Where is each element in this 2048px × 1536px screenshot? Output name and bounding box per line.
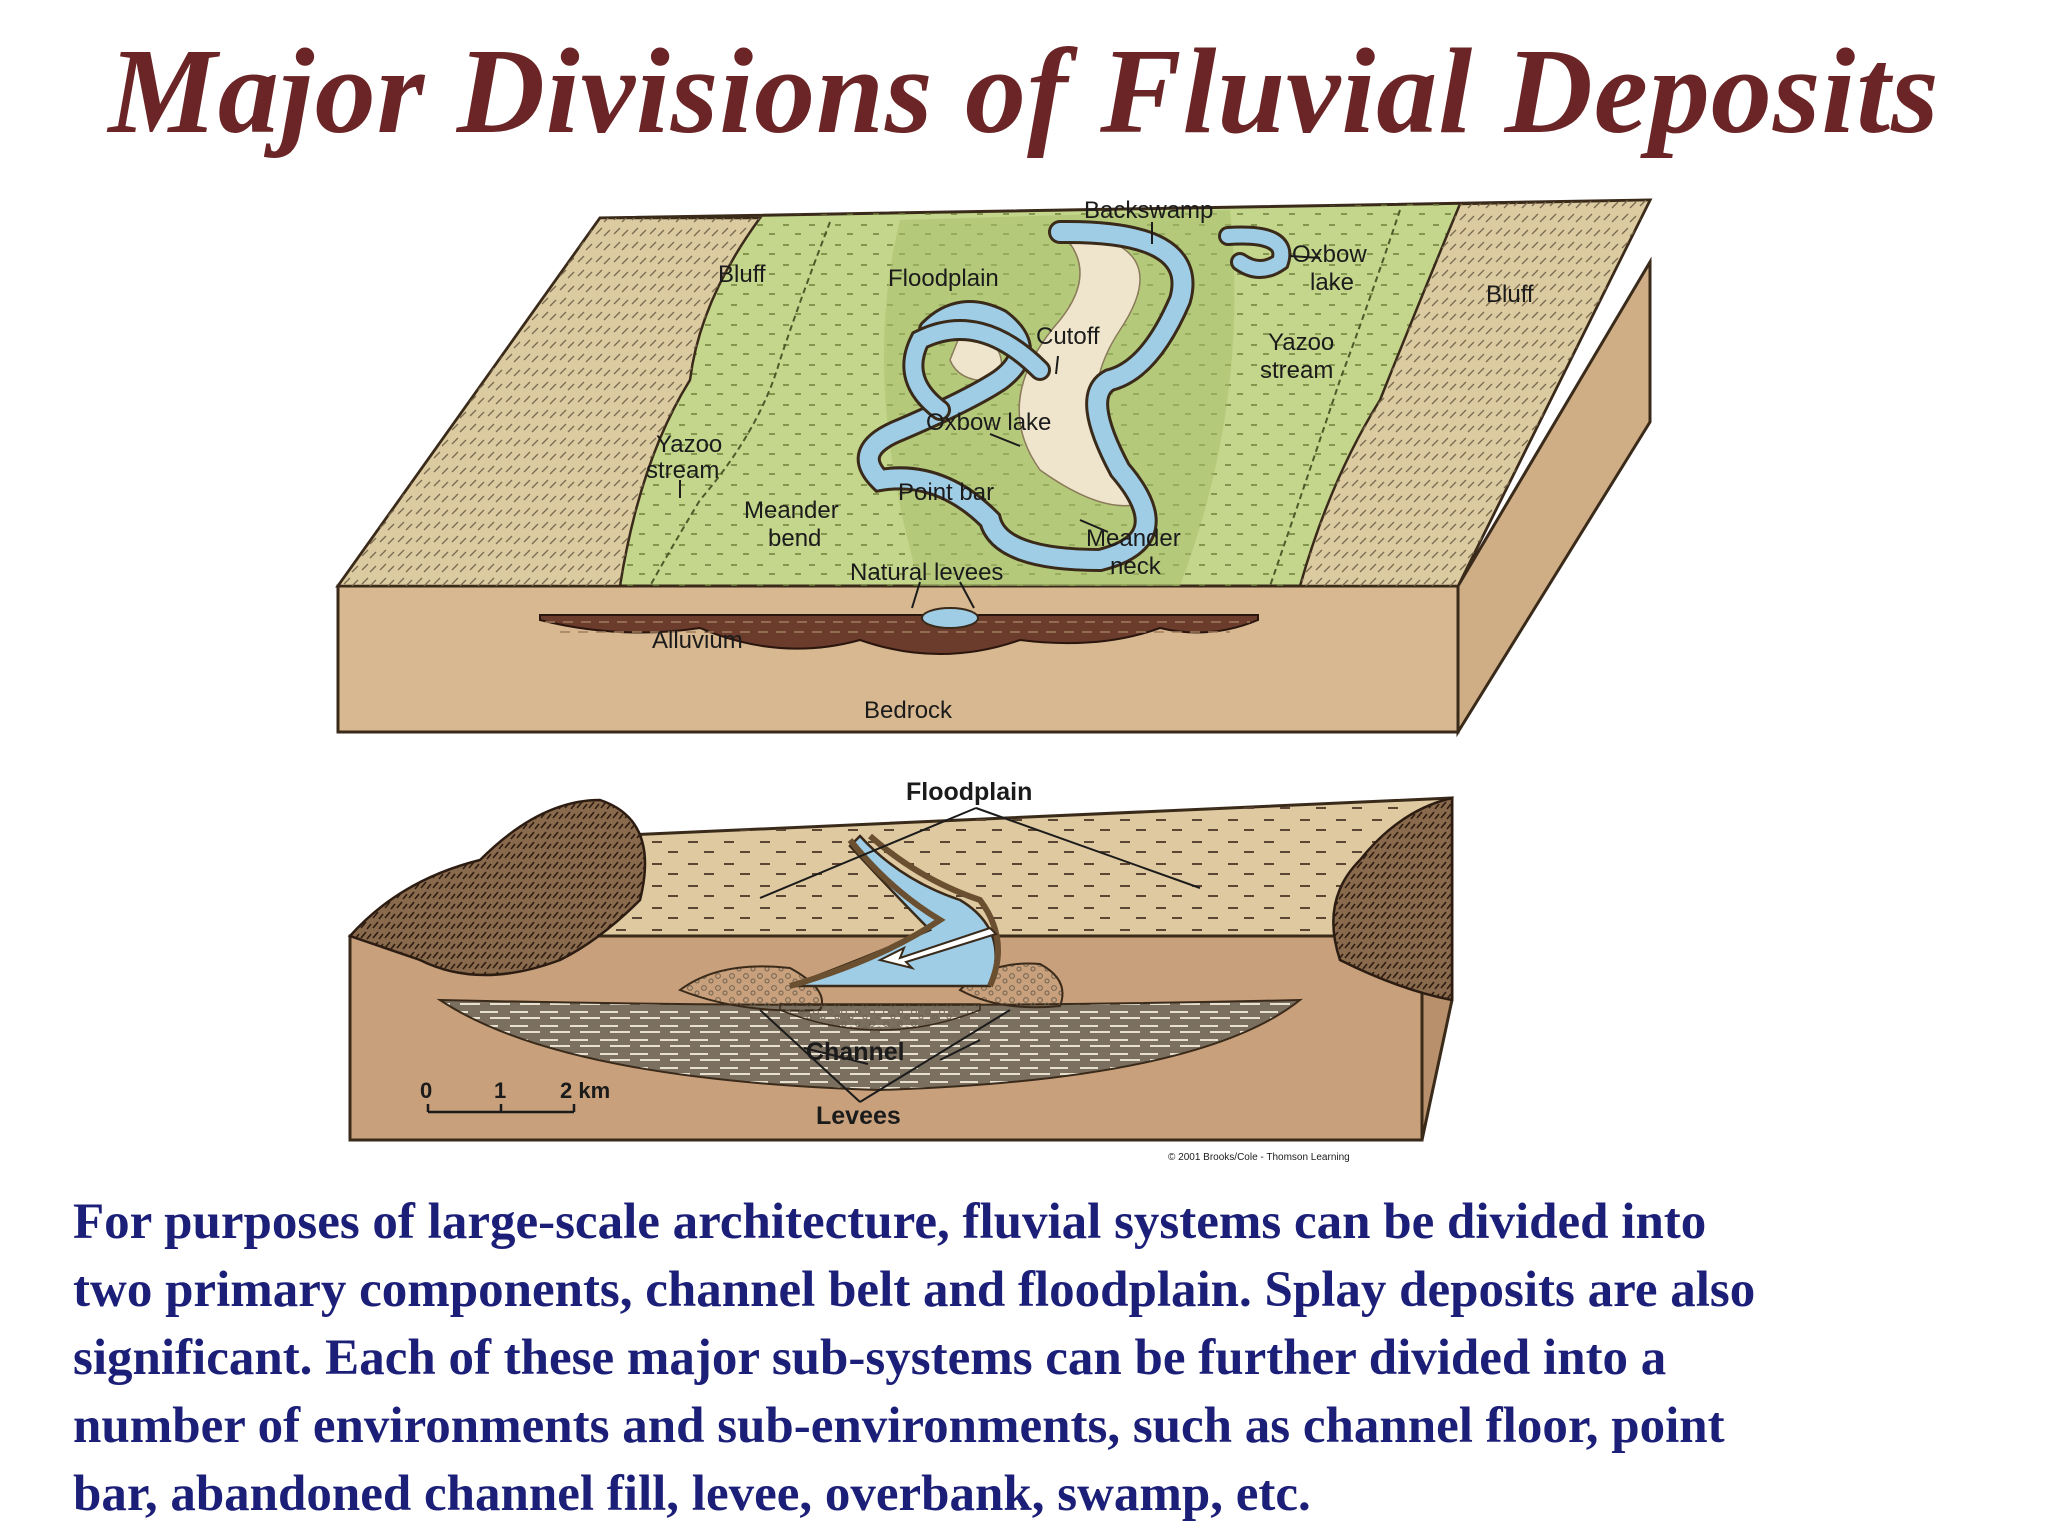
scale-label-0: 0 (420, 1078, 432, 1103)
label-yazoo-left-2: stream (646, 457, 719, 484)
top-block-diagram: Backswamp Bluff Bluff Floodplain Oxbow l… (335, 197, 1653, 738)
caption-line: two primary components, channel belt and… (73, 1262, 1756, 1318)
label-yazoo-right-2: stream (1260, 357, 1333, 384)
label-natural-levees: Natural levees (850, 559, 1003, 586)
label-bluff-left: Bluff (718, 261, 766, 288)
label-yazoo-right-1: Yazoo (1268, 329, 1334, 356)
scale-label-1: 1 (494, 1078, 506, 1103)
label-meander-neck-2: neck (1110, 553, 1162, 580)
bottom-block-diagram: 0 1 2 km Floodplain Channel Levees © 200… (347, 778, 1454, 1163)
label-backswamp: Backswamp (1084, 197, 1213, 224)
label-meander-bend-1: Meander (744, 497, 839, 524)
left-bluff-lower (347, 798, 647, 977)
point-bar-sands (1018, 231, 1152, 507)
flow-direction-arrow (877, 926, 998, 970)
label-oxbow-lake-right-2: lake (1310, 269, 1354, 296)
label-meander-neck-1: Meander (1086, 525, 1181, 552)
label-bluff-right: Bluff (1486, 281, 1534, 308)
label-oxbow-lake-center: Oxbow lake (926, 409, 1051, 436)
label-yazoo-left-1: Yazoo (656, 431, 722, 458)
label-cutoff: Cutoff (1036, 323, 1100, 350)
label-floodplain-top: Floodplain (888, 265, 999, 292)
channel-cross-section (921, 607, 979, 629)
right-bluff-lower (1332, 796, 1454, 1002)
label-alluvium: Alluvium (652, 627, 743, 654)
label-meander-bend-2: bend (768, 525, 821, 552)
yazoo-stream-left (649, 221, 831, 587)
label-bedrock: Bedrock (864, 697, 953, 724)
copyright-notice: © 2001 Brooks/Cole - Thomson Learning (1168, 1152, 1350, 1163)
caption-line: significant. Each of these major sub-sys… (73, 1330, 1667, 1386)
label-oxbow-lake-right-1: Oxbow (1292, 241, 1367, 268)
caption-line: For purposes of large-scale architecture… (73, 1194, 1707, 1250)
caption-line: number of environments and sub-environme… (73, 1398, 1725, 1454)
page-title: Major Divisions of Fluvial Deposits (108, 24, 1940, 159)
scale-bar (426, 1104, 576, 1114)
label-point-bar: Point bar (898, 479, 994, 506)
alluvium-layer (539, 614, 1259, 655)
caption-paragraph: For purposes of large-scale architecture… (73, 1188, 2013, 1528)
label-channel: Channel (806, 1038, 905, 1066)
block-right-side (1456, 256, 1652, 738)
label-floodplain-lower: Floodplain (906, 778, 1032, 806)
scale-label-2km: 2 km (560, 1078, 610, 1103)
label-levees: Levees (816, 1102, 901, 1130)
levee-left (677, 965, 823, 1012)
caption-line: bar, abandoned channel fill, levee, over… (73, 1466, 1311, 1522)
yazoo-stream-right (1269, 209, 1401, 587)
